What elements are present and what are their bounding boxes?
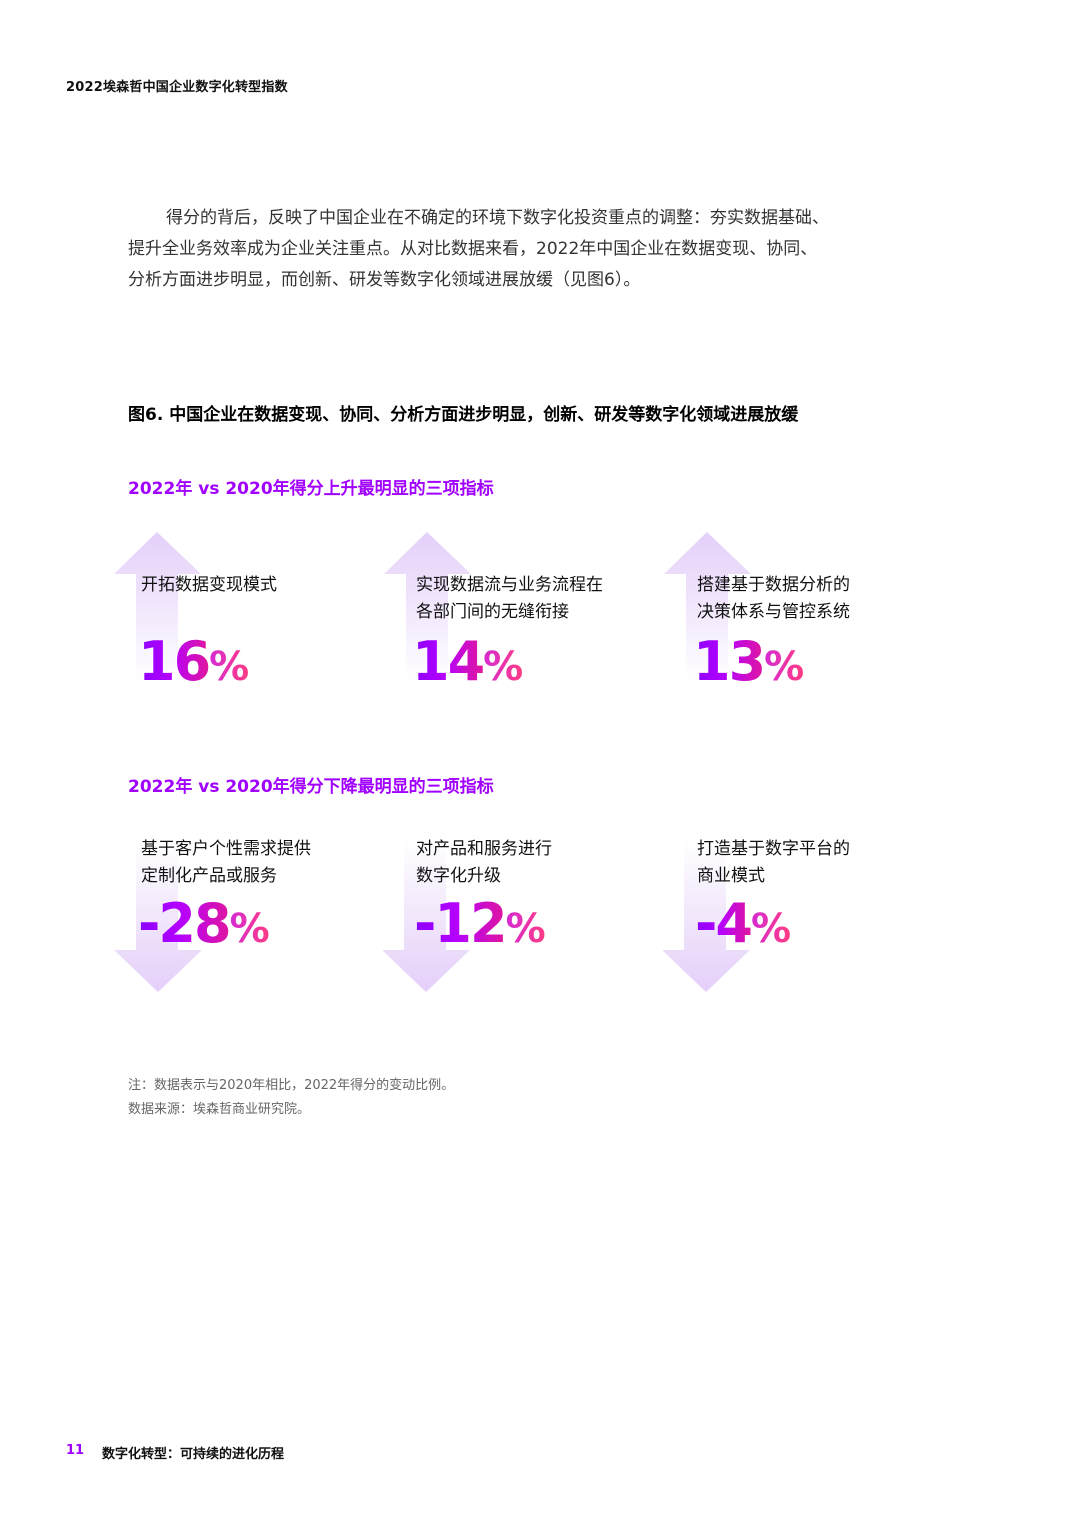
- value-number: 16: [138, 630, 211, 693]
- value-unit: %: [209, 644, 250, 690]
- arrow-up-icon: [114, 532, 201, 682]
- header-title: 2022埃森哲中国企业数字化转型指数: [66, 80, 288, 95]
- value-number: -4: [695, 892, 753, 955]
- increase-value: 13%: [693, 630, 804, 693]
- intro-line: 得分的背后，反映了中国企业在不确定的环境下数字化投资重点的调整：夯实数据基础、: [166, 208, 829, 228]
- increase-item-2: 实现数据流与业务流程在 各部门间的无缝衔接 14%: [384, 532, 644, 702]
- increase-item-3: 搭建基于数据分析的 决策体系与管控系统 13%: [664, 532, 924, 702]
- increase-section-title: 2022年 vs 2020年得分上升最明显的三项指标: [128, 479, 494, 499]
- decrease-item-1: 基于客户个性需求提供 定制化产品或服务 -28%: [114, 839, 374, 1010]
- increase-value: 14%: [412, 630, 523, 693]
- value-unit: %: [229, 906, 270, 952]
- increase-item-1: 开拓数据变现模式 16%: [114, 532, 374, 702]
- arrow-up-icon: [384, 532, 471, 682]
- decrease-section-title: 2022年 vs 2020年得分下降最明显的三项指标: [128, 777, 494, 797]
- intro-paragraph: 得分的背后，反映了中国企业在不确定的环境下数字化投资重点的调整：夯实数据基础、 …: [128, 203, 868, 296]
- increase-label: 决策体系与管控系统: [697, 602, 850, 622]
- decrease-label: 对产品和服务进行: [416, 839, 552, 859]
- intro-line: 提升全业务效率成为企业关注重点。从对比数据来看，2022年中国企业在数据变现、协…: [128, 239, 818, 259]
- decrease-label: 基于客户个性需求提供: [141, 839, 311, 859]
- arrow-down-icon: [382, 840, 470, 992]
- decrease-label: 定制化产品或服务: [141, 866, 277, 886]
- increase-label: 开拓数据变现模式: [141, 575, 277, 595]
- value-unit: %: [505, 906, 546, 952]
- decrease-value: -12%: [414, 892, 546, 955]
- value-number: -28: [138, 892, 232, 955]
- value-number: -12: [414, 892, 508, 955]
- decrease-label: 打造基于数字平台的: [697, 839, 850, 859]
- chart-note: 注：数据表示与2020年相比，2022年得分的变动比例。: [128, 1078, 455, 1093]
- arrow-down-icon: [114, 840, 202, 992]
- decrease-label: 商业模式: [697, 866, 765, 886]
- decrease-value: -4%: [695, 892, 791, 955]
- arrow-up-icon: [664, 532, 751, 682]
- figure-title: 图6. 中国企业在数据变现、协同、分析方面进步明显，创新、研发等数字化领域进展放…: [128, 405, 799, 425]
- intro-line: 分析方面进步明显，而创新、研发等数字化领域进展放缓（见图6）。: [128, 270, 641, 290]
- decrease-value: -28%: [138, 892, 270, 955]
- value-unit: %: [751, 906, 792, 952]
- data-source: 数据来源：埃森哲商业研究院。: [128, 1102, 311, 1117]
- value-unit: %: [764, 644, 805, 690]
- value-number: 13: [693, 630, 766, 693]
- increase-label: 各部门间的无缝衔接: [416, 602, 569, 622]
- value-unit: %: [483, 644, 524, 690]
- increase-value: 16%: [138, 630, 249, 693]
- page-number: 11: [66, 1443, 85, 1458]
- arrow-down-icon: [662, 840, 750, 992]
- value-number: 14: [412, 630, 485, 693]
- decrease-item-3: 打造基于数字平台的 商业模式 -4%: [662, 839, 922, 1010]
- decrease-label: 数字化升级: [416, 866, 501, 886]
- decrease-item-2: 对产品和服务进行 数字化升级 -12%: [382, 839, 642, 1010]
- increase-label: 搭建基于数据分析的: [697, 575, 850, 595]
- increase-label: 实现数据流与业务流程在: [416, 575, 603, 595]
- footer-section-title: 数字化转型：可持续的进化历程: [102, 1447, 285, 1462]
